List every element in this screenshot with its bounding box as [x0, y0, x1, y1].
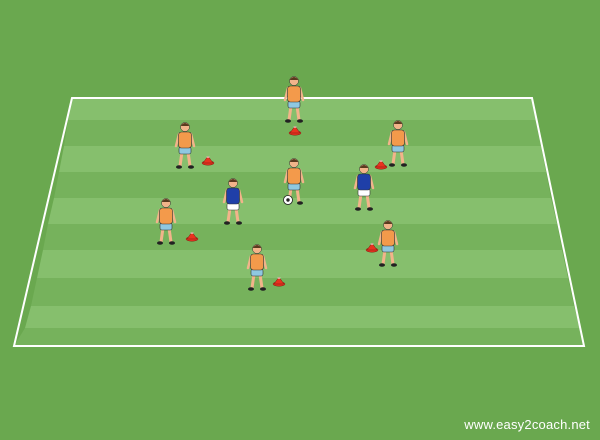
- defender-player: [353, 164, 375, 211]
- cone: [201, 155, 215, 166]
- attacker-player: [283, 76, 305, 123]
- players-layer: [155, 76, 409, 291]
- defender-player: [222, 178, 244, 225]
- watermark: www.easy2coach.net: [464, 417, 590, 432]
- cone: [374, 159, 388, 170]
- attacker-player: [246, 244, 268, 291]
- cone: [272, 276, 286, 287]
- cone: [185, 231, 199, 242]
- attacker-player: [387, 120, 409, 167]
- attacker-player: [377, 220, 399, 267]
- soccer-ball: [283, 195, 293, 205]
- attacker-player: [155, 198, 177, 245]
- cone: [365, 242, 379, 253]
- field-stripes: [14, 98, 584, 346]
- attacker-player: [174, 122, 196, 169]
- cone: [288, 125, 302, 136]
- field-boundary: [12, 97, 586, 347]
